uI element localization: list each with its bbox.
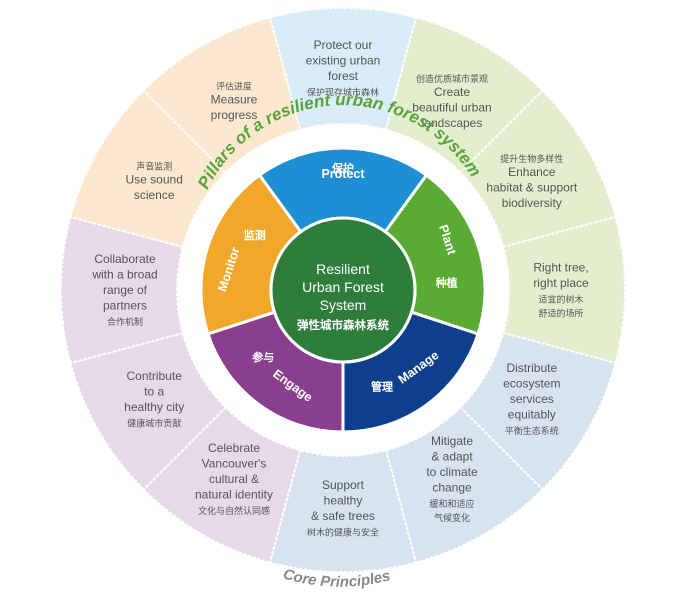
center-circle bbox=[269, 216, 417, 364]
principle-label: healthy bbox=[324, 493, 363, 507]
pillar-label: Protect bbox=[321, 167, 365, 181]
pillar-label-chinese: 监测 bbox=[244, 228, 266, 242]
pillar-label-chinese: 保护 bbox=[331, 161, 354, 175]
principle-label: Vancouver's bbox=[202, 456, 267, 470]
pillar-label-chinese: 种植 bbox=[435, 276, 458, 290]
principle-label-chinese: 创造优质城市景观 bbox=[416, 73, 488, 84]
principle-label: Collaborate bbox=[94, 252, 156, 266]
principle-label: range of bbox=[103, 283, 148, 297]
pillar-label-chinese: 管理 bbox=[371, 379, 393, 393]
pillar-label-chinese: 参与 bbox=[252, 350, 274, 364]
principle-label: Create bbox=[434, 85, 470, 99]
principle-label: Distribute bbox=[506, 361, 557, 375]
principle-label-chinese: 评估进度 bbox=[216, 81, 252, 92]
principle-label-chinese: 气候变化 bbox=[434, 512, 470, 523]
principle-label: Support bbox=[322, 478, 365, 492]
principle-label-chinese: 缓和和适应 bbox=[429, 498, 474, 509]
principle-label: Mitigate bbox=[431, 434, 473, 448]
center-title-chinese: 弹性城市森林系统 bbox=[297, 318, 389, 332]
principle-label: to climate bbox=[426, 465, 478, 479]
principle-label-chinese: 合作机制 bbox=[107, 316, 143, 327]
principle-label: change bbox=[432, 480, 472, 494]
principle-label: services bbox=[510, 392, 554, 406]
principle-label: equitably bbox=[508, 408, 556, 422]
principle-label-chinese: 声音监测 bbox=[136, 161, 172, 172]
principle-label-chinese: 提升生物多样性 bbox=[500, 153, 563, 164]
principle-label: forest bbox=[328, 69, 359, 83]
principle-label: beautiful urban bbox=[412, 101, 491, 115]
principle-label: progress bbox=[211, 108, 258, 122]
principle-label: Enhance bbox=[508, 165, 556, 179]
principle-label: healthy city bbox=[124, 400, 184, 414]
principle-label-chinese: 健康城市贡献 bbox=[127, 417, 181, 428]
principle-label: Right tree, bbox=[533, 261, 588, 275]
principle-label: partners bbox=[103, 299, 147, 313]
principle-label-chinese: 文化与自然认同感 bbox=[198, 505, 270, 516]
principle-label: & adapt bbox=[431, 449, 473, 463]
principle-label: landscapes bbox=[422, 116, 483, 130]
center-title-line-2: Urban Forest bbox=[302, 279, 384, 295]
principle-label: to a bbox=[144, 384, 164, 398]
principle-label-chinese: 保护现存城市森林 bbox=[307, 86, 379, 97]
center-hub: Resilient Urban Forest System 弹性城市森林系统 bbox=[269, 216, 417, 364]
principle-label: Protect our bbox=[314, 38, 373, 52]
principle-label-chinese: 舒适的场所 bbox=[538, 308, 583, 319]
principle-label: Contribute bbox=[127, 369, 183, 383]
principle-label: cultural & bbox=[209, 472, 259, 486]
principle-label: right place bbox=[533, 276, 589, 290]
principle-label-chinese: 适宜的树木 bbox=[538, 294, 583, 305]
principle-label: biodiversity bbox=[502, 196, 562, 210]
principle-label-chinese: 平衡生态系统 bbox=[505, 425, 559, 436]
center-title-line-1: Resilient bbox=[316, 261, 370, 277]
principle-label: habitat & support bbox=[486, 180, 577, 194]
principle-label: ecosystem bbox=[503, 377, 560, 391]
principle-label: & safe trees bbox=[311, 509, 375, 523]
principle-label: Celebrate bbox=[208, 441, 260, 455]
center-title-line-3: System bbox=[320, 297, 367, 313]
principle-label: science bbox=[134, 188, 175, 202]
principle-label-chinese: 树木的健康与安全 bbox=[307, 526, 379, 537]
principle-label: existing urban bbox=[306, 53, 381, 67]
principle-label: Use sound bbox=[126, 173, 183, 187]
pillars-ring: Protect保护Plant种植Manage管理Engage参与Monitor监… bbox=[199, 146, 487, 434]
principle-label: with a broad bbox=[91, 268, 157, 282]
principle-label: natural identity bbox=[195, 487, 273, 501]
principle-label: Measure bbox=[211, 93, 258, 107]
